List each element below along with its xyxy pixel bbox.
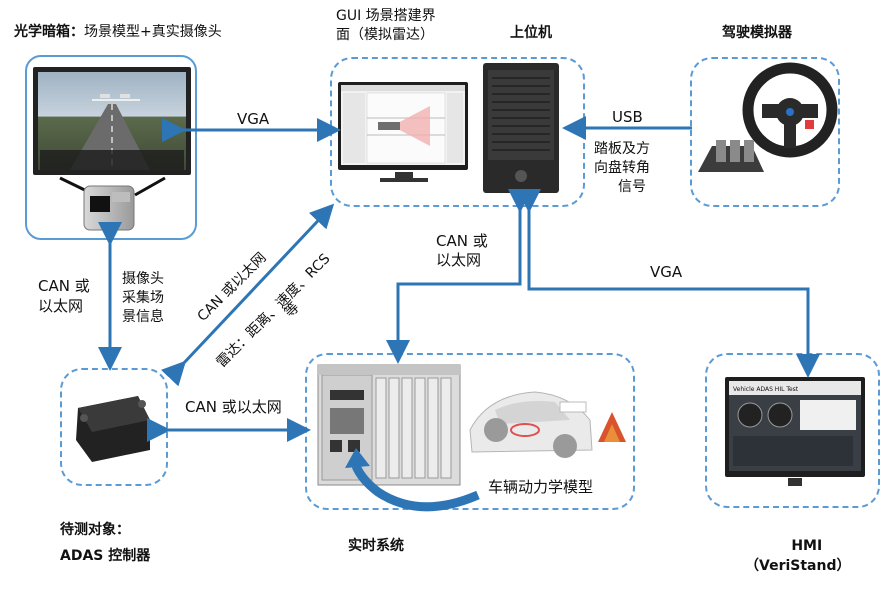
gui-title-line2: 面（模拟雷达）	[336, 27, 434, 43]
vga-right-label: VGA	[650, 263, 683, 281]
vehicle-model-label: 车辆动力学模型	[488, 478, 594, 496]
optical-title-rest: 场景模型+真实摄像头	[84, 24, 222, 40]
hmi-title: HMI （VeriStand）	[745, 536, 850, 576]
can-arrow-host-realtime	[386, 189, 532, 364]
realtime-title: 实时系统	[348, 538, 404, 554]
optical-title-bold: 光学暗箱：	[14, 24, 84, 40]
can-host-line2: 以太网	[436, 251, 482, 269]
host-title: 上位机	[510, 25, 552, 41]
optical-monitor-icon	[33, 67, 191, 197]
camera-label-line2: 采集场	[122, 290, 164, 306]
usb-label: USB	[612, 108, 643, 126]
vga-top-label: VGA	[237, 110, 270, 128]
feedback-curve-arrow	[345, 448, 480, 512]
pedal-steering-label: 踏板及方 向盘转角 信号	[594, 140, 650, 197]
hmi-title-line1: HMI	[791, 538, 823, 554]
pedal-label-line1: 踏板及方	[594, 141, 650, 157]
adas-controller-icon	[76, 396, 150, 462]
realtime-chassis-icon	[317, 364, 461, 486]
camera-icon	[83, 185, 135, 231]
can-host-label: CAN 或 以太网	[436, 232, 488, 270]
dut-title: 待测对象： ADAS 控制器	[60, 517, 150, 569]
pedal-label-line2: 向盘转角	[594, 160, 650, 176]
camera-label: 摄像头 采集场 景信息	[122, 270, 164, 327]
can-radar-diagonal-arrow	[160, 203, 335, 387]
can-mid-label: CAN 或以太网	[185, 398, 282, 416]
camera-label-line1: 摄像头	[122, 271, 164, 287]
hmi-monitor-icon: Vehicle ADAS HIL Test	[725, 377, 865, 486]
dut-title-line1: 待测对象：	[60, 522, 130, 538]
camera-label-line3: 景信息	[122, 309, 164, 325]
can-host-line1: CAN 或	[436, 232, 488, 250]
hmi-title-line2: （VeriStand）	[745, 558, 851, 574]
host-pc-icon	[483, 63, 559, 193]
can-left-line2: 以太网	[38, 297, 84, 315]
optical-box-title: 光学暗箱：场景模型+真实摄像头	[14, 23, 222, 41]
can-left-line1: CAN 或	[38, 277, 90, 295]
steering-wheel-icon	[698, 62, 838, 172]
dut-title-line2: ADAS 控制器	[60, 548, 151, 564]
gui-monitor-icon	[338, 82, 468, 182]
vehicle-model-icon	[469, 391, 626, 458]
driver-sim-title: 驾驶模拟器	[722, 25, 792, 41]
hmi-screen-title: Vehicle ADAS HIL Test	[733, 386, 799, 393]
gui-title: GUI 场景搭建界 面（模拟雷达）	[336, 7, 436, 45]
can-left-label: CAN 或 以太网	[38, 276, 90, 316]
gui-title-line1: GUI 场景搭建界	[336, 8, 436, 24]
pedal-label-line3: 信号	[618, 179, 646, 195]
vga-arrow-host-hmi	[517, 189, 820, 378]
